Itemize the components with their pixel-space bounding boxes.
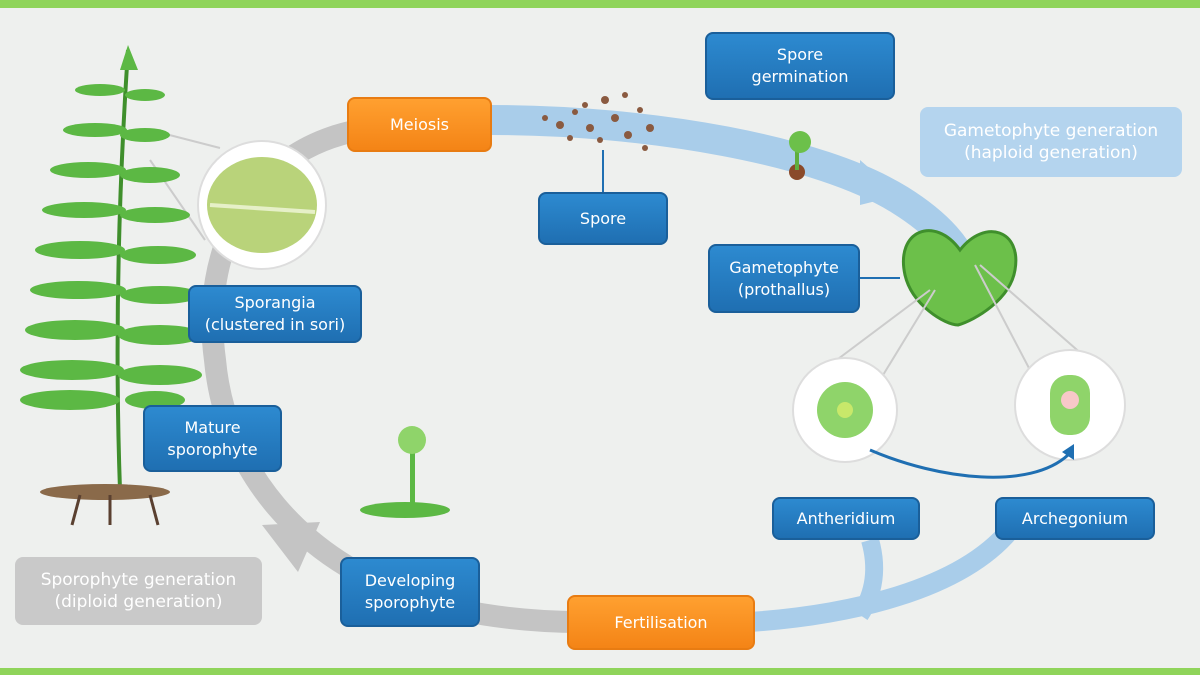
- prothallus-icon: [902, 229, 1018, 327]
- haploid-arrowhead: [860, 160, 900, 205]
- developing-sporophyte-icon: [360, 426, 450, 518]
- sperm-path-arrow: [869, 448, 1070, 479]
- spores-icon: [542, 92, 654, 151]
- gametophyte-generation-label: Gametophyte generation (haploid generati…: [920, 107, 1182, 177]
- antheridium-label: Antheridium: [772, 497, 920, 540]
- developing-sporophyte-label: Developing sporophyte: [340, 557, 480, 627]
- spore-germination-label: Spore germination: [705, 32, 895, 100]
- meiosis-label: Meiosis: [347, 97, 492, 152]
- mature-fern-icon: [20, 45, 202, 491]
- bottom-accent-bar: [0, 668, 1200, 675]
- archegonium-label: Archegonium: [995, 497, 1155, 540]
- spore-label: Spore: [538, 192, 668, 245]
- diploid-arrowhead: [262, 522, 320, 572]
- sporangia-label: Sporangia (clustered in sori): [188, 285, 362, 343]
- mature-sporophyte-label: Mature sporophyte: [143, 405, 282, 472]
- fertilisation-arrow: [749, 523, 1018, 632]
- fertilisation-label: Fertilisation: [567, 595, 755, 650]
- sporophyte-generation-label: Sporophyte generation (diploid generatio…: [15, 557, 262, 625]
- gametophyte-label: Gametophyte (prothallus): [708, 244, 860, 313]
- germinating-spore-icon: [789, 131, 811, 180]
- top-accent-bar: [0, 0, 1200, 8]
